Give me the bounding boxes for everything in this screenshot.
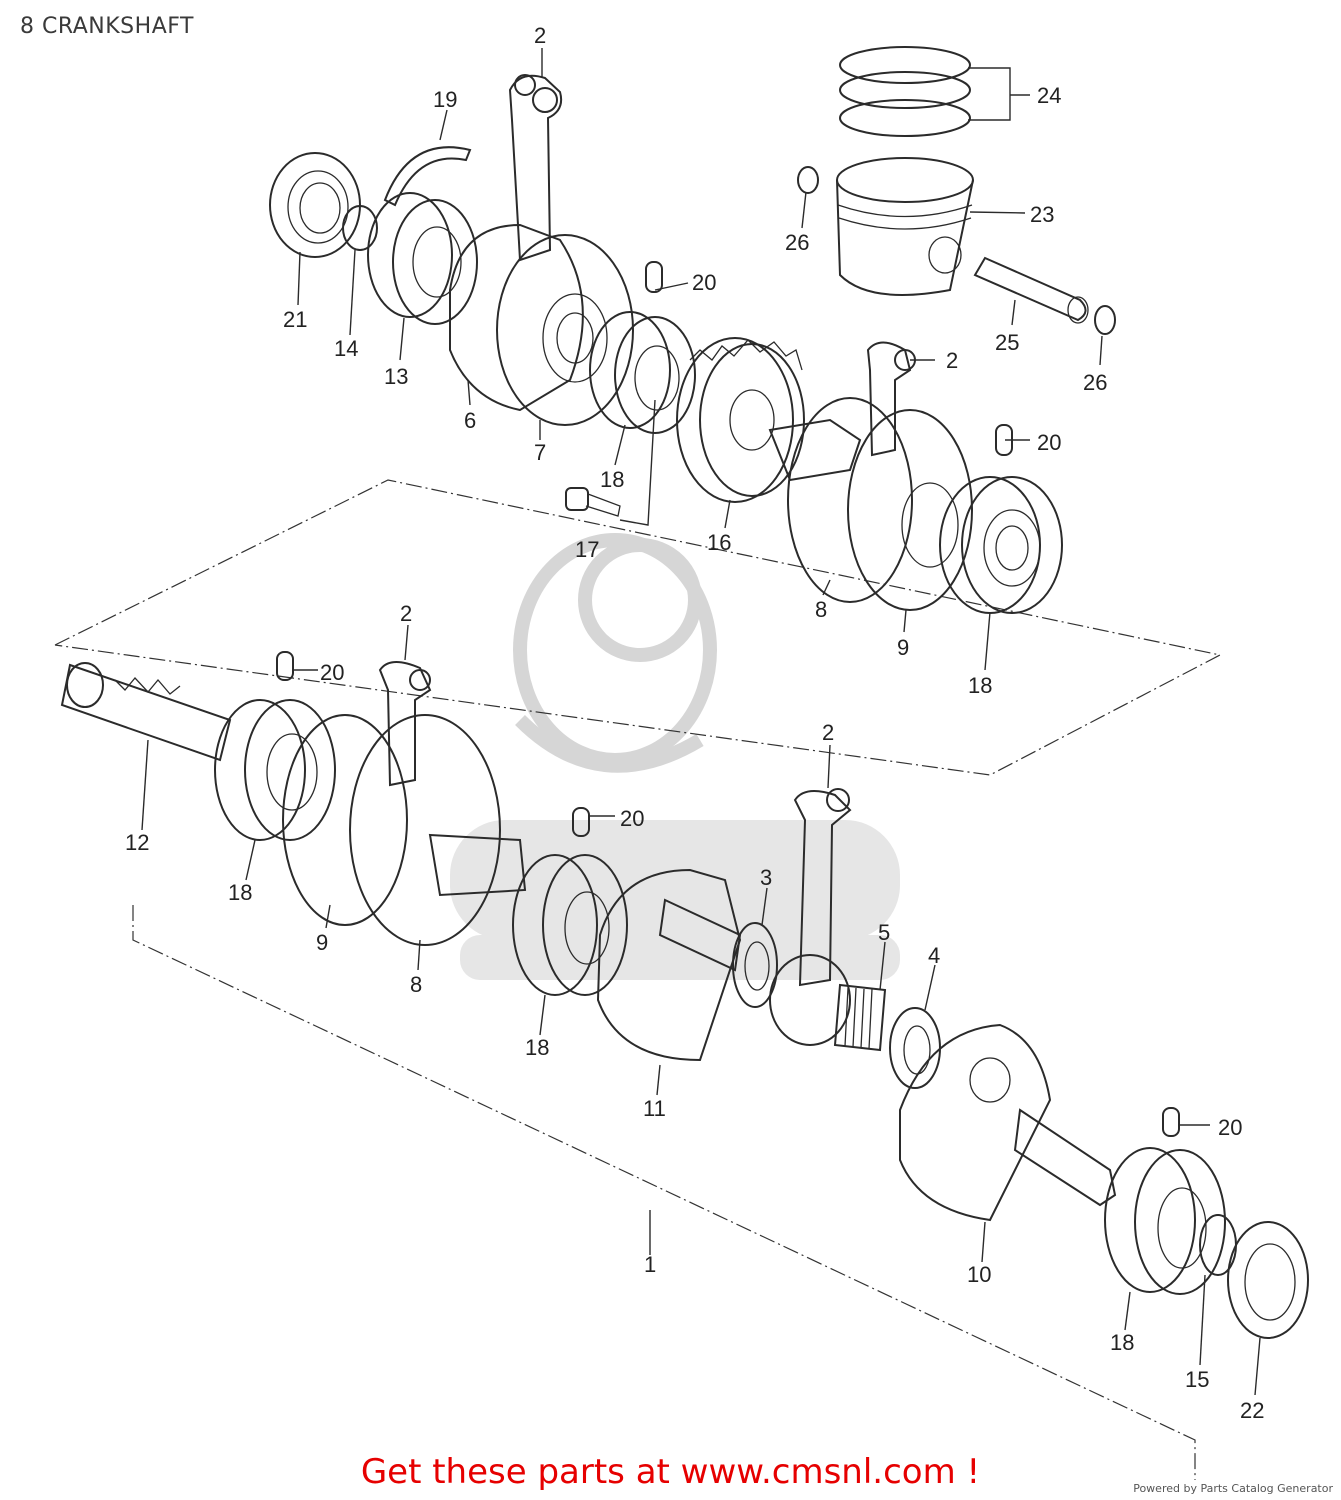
callout-5: 5 [878,920,890,945]
bolt-17 [565,487,621,517]
callout-13: 13 [384,364,408,389]
crank-web-8-9-upper [768,397,973,611]
callout-20: 20 [320,660,344,685]
callout-22: 22 [1240,1398,1264,1423]
callout-20: 20 [1037,430,1061,455]
oil-seal-22 [1227,1221,1309,1339]
callout-labels: 2 19 24 23 26 21 14 13 20 25 26 6 7 2 20… [125,23,1264,1423]
callout-8: 8 [815,597,827,622]
callout-7: 7 [534,440,546,465]
bearing-18-lower-left [214,699,336,841]
callout-10: 10 [967,1262,991,1287]
callout-14: 14 [334,336,358,361]
crank-web-6-7 [449,223,634,426]
needle-bearing-5 [833,983,887,1052]
callout-20: 20 [692,270,716,295]
callout-8: 8 [410,972,422,997]
page-title: 8 CRANKSHAFT [20,14,194,39]
circlip-26-left [797,166,819,194]
connecting-rod-2-lower-right [769,788,852,1046]
piston-rings-24 [839,46,971,137]
callout-24: 24 [1037,83,1061,108]
callout-15: 15 [1185,1367,1209,1392]
callout-2: 2 [400,601,412,626]
leader-lines [141,48,1261,1396]
callout-2: 2 [534,23,546,48]
shaft-12 [60,662,232,762]
callout-16: 16 [707,530,731,555]
callout-2: 2 [946,348,958,373]
callout-17: 17 [575,537,599,562]
group-outline-bracket-1 [132,905,1196,1480]
circlip-14-upper [342,205,378,251]
callout-19: 19 [433,87,457,112]
thrust-washer-4 [889,1007,941,1089]
bearing-13 [367,192,478,325]
callout-18: 18 [600,467,624,492]
gear-16 [676,337,805,503]
dowel-pin-20d [572,807,590,837]
bearing-18-upper-right [939,476,1063,614]
callout-12: 12 [125,830,149,855]
cmsnl-watermark [450,533,900,980]
callout-4: 4 [928,943,940,968]
powered-by-text: Powered by Parts Catalog Generator [1133,1482,1333,1495]
bearing-18-lower-mid [512,854,628,996]
footer-parts-link[interactable]: Get these parts at www.cmsnl.com ! [360,1452,981,1492]
connecting-rod-2-upper-right [866,341,916,457]
bearing-18-upper-left [589,311,696,434]
circlip-26-right [1094,305,1116,335]
connecting-rod-2-lower-left [378,661,432,787]
piston-23 [836,157,974,296]
callout-2: 2 [822,720,834,745]
callout-9: 9 [897,635,909,660]
callout-20: 20 [620,806,644,831]
dowel-pin-20c [276,651,294,681]
thrust-washer-3 [732,922,778,1008]
group-outline-upper [54,479,1222,776]
callout-26: 26 [785,230,809,255]
callout-3: 3 [760,865,772,890]
bearing-18-lower-right [1104,1147,1226,1295]
callout-9: 9 [316,930,328,955]
callout-23: 23 [1030,202,1054,227]
dowel-pin-20e [1162,1107,1180,1137]
callout-25: 25 [995,330,1019,355]
dowel-pin-20a [645,261,663,293]
circlip-15 [1199,1214,1237,1276]
callout-18: 18 [968,673,992,698]
callout-20: 20 [1218,1115,1242,1140]
callout-1: 1 [644,1252,656,1277]
callout-26: 26 [1083,370,1107,395]
crank-web-11 [596,868,742,1062]
crank-web-10 [899,1023,1117,1222]
callout-6: 6 [464,408,476,433]
callout-18: 18 [1110,1330,1134,1355]
callout-21: 21 [283,307,307,332]
crank-web-8-9-lower [282,714,527,946]
piston-pin-25 [973,256,1089,324]
c-ring-19 [383,146,472,207]
callout-11: 11 [643,1096,666,1121]
callout-18: 18 [228,880,252,905]
connecting-rod-2-upper [508,74,563,262]
callout-18: 18 [525,1035,549,1060]
